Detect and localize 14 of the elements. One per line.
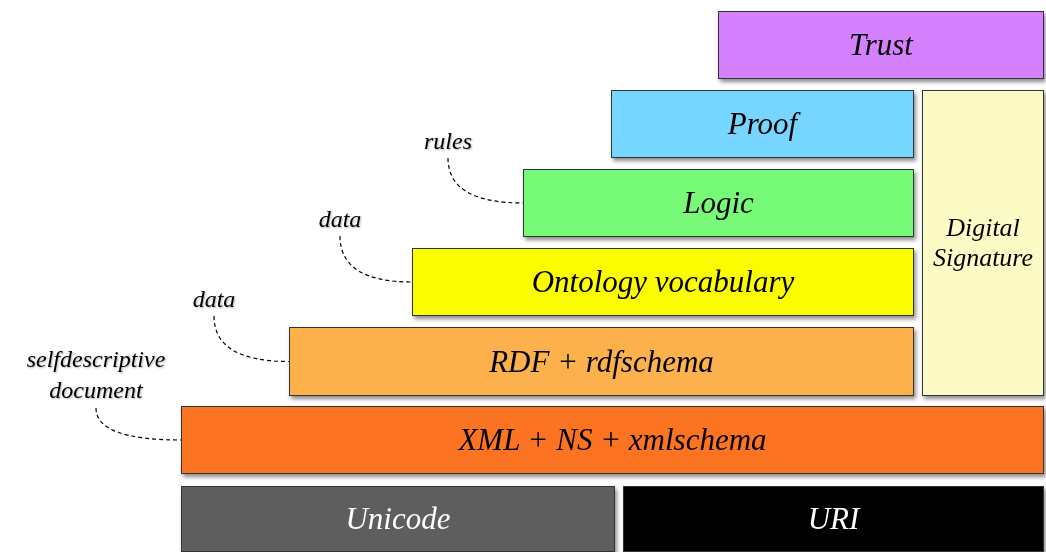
- layer-bar: XML + NS + xmlschema: [181, 406, 1044, 474]
- leader-line: [339, 235, 413, 283]
- layer-bar: Logic: [523, 169, 914, 237]
- annotation-label: data: [308, 204, 372, 236]
- annotation-label: selfdescriptive document: [6, 342, 186, 408]
- layer-bar: Ontology vocabulary: [412, 248, 914, 316]
- layer-bar: URI: [623, 486, 1044, 552]
- annotation-label: rules: [414, 126, 482, 158]
- layer-bar: RDF + rdfschema: [289, 327, 914, 396]
- layer-bar: Proof: [611, 90, 914, 158]
- layer-bar: Unicode: [181, 486, 615, 552]
- layer-bar: Digital Signature: [922, 90, 1044, 396]
- annotation-label: data: [182, 284, 246, 316]
- layer-bar: Trust: [718, 11, 1044, 79]
